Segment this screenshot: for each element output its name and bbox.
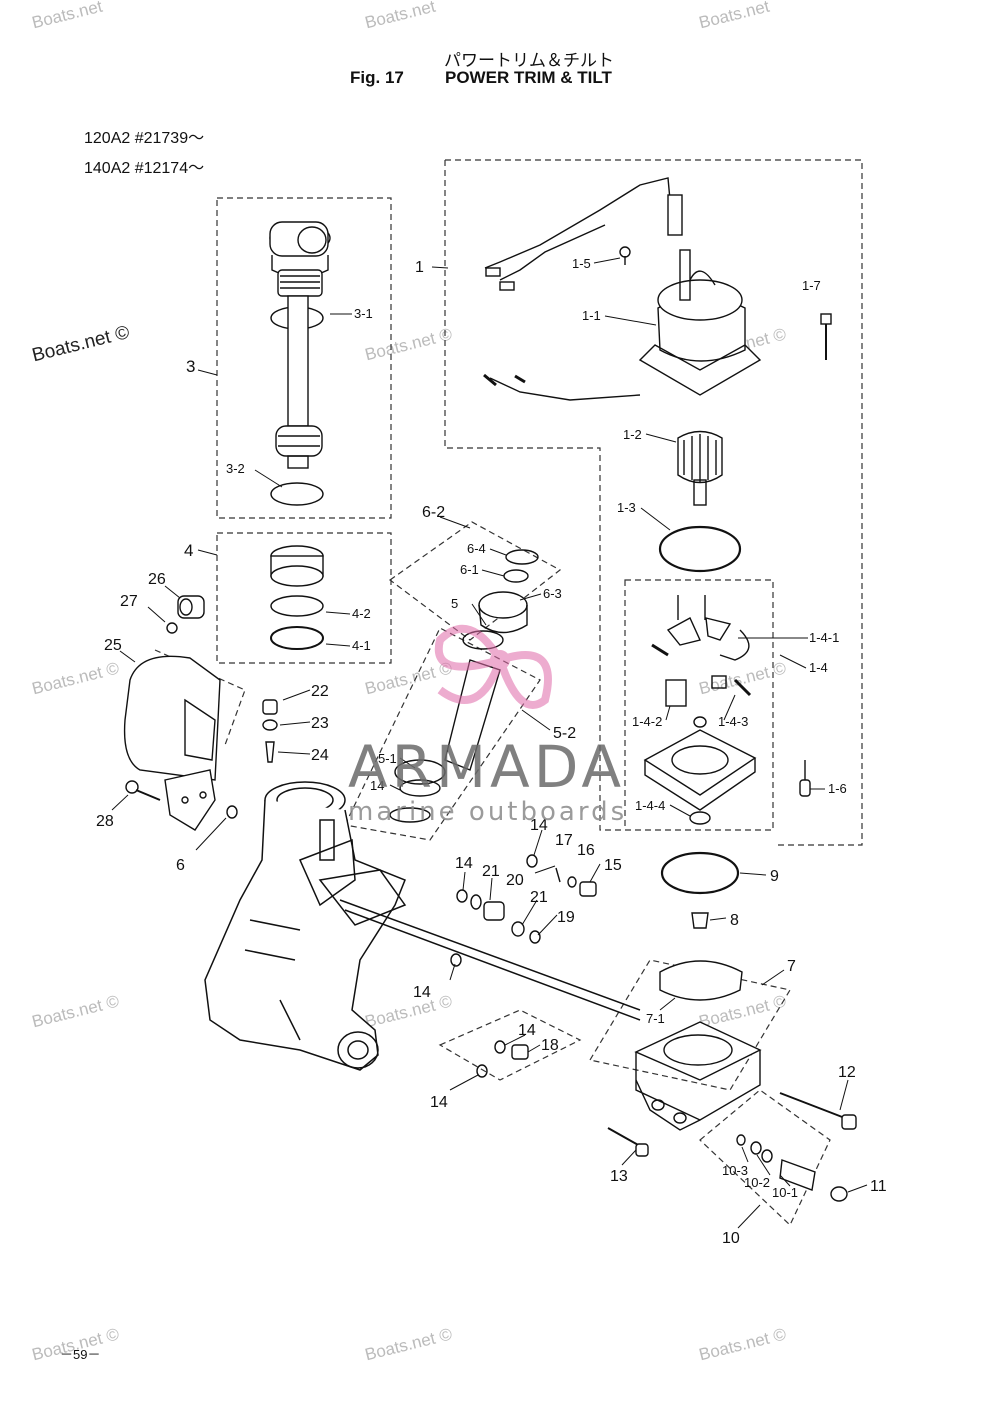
free-piston: [270, 545, 324, 650]
title-english: POWER TRIM & TILT: [445, 68, 612, 87]
figure-number: Fig. 17: [350, 68, 404, 87]
callout: 7-1: [646, 1011, 665, 1026]
callout: 1-2: [623, 427, 642, 442]
callout: 22: [311, 683, 329, 700]
callout: 1-6: [828, 781, 847, 796]
motor-o-ring: [660, 851, 740, 929]
callout: 18: [541, 1037, 559, 1054]
callout: 3-1: [354, 306, 373, 321]
callout: 1-4-4: [635, 798, 665, 813]
page-number: －59－: [60, 1347, 101, 1362]
callout: 14: [413, 984, 431, 1001]
callout: 10-1: [772, 1185, 798, 1200]
callout: 27: [120, 593, 138, 610]
callout: 20: [506, 872, 524, 889]
callout: 7: [787, 958, 796, 975]
callout: 6-2: [422, 504, 445, 521]
callout: 14: [530, 817, 548, 834]
callout: 1-4-2: [632, 714, 662, 729]
callout: 24: [311, 747, 329, 764]
model-120a2: 120A2 #21739～: [84, 130, 205, 147]
cover-25: [123, 655, 221, 831]
callout: 6: [176, 857, 185, 874]
callout: 9: [770, 868, 779, 885]
callout: 3-2: [226, 461, 245, 476]
assembly-boundaries: [154, 159, 863, 1227]
callout: 1-4-3: [718, 714, 748, 729]
callout: 1-3: [617, 500, 636, 515]
callout: 1-7: [802, 278, 821, 293]
callout: 5-1: [378, 751, 397, 766]
callout: 21: [482, 863, 500, 880]
callout: 10: [722, 1230, 740, 1247]
check-valve-parts: [226, 805, 597, 1078]
callout: 4: [184, 541, 193, 560]
callout: 6-4: [467, 541, 486, 556]
bolt-28: [125, 780, 161, 801]
o-ring: [270, 482, 324, 506]
trim-motor: [483, 177, 832, 825]
callout: 16: [577, 842, 595, 859]
callout: 14: [455, 855, 473, 872]
brand-watermark-subtitle: marine outboards: [348, 797, 628, 827]
callout: 17: [555, 832, 573, 849]
model-140a2: 140A2 #12174～: [84, 160, 205, 177]
callout: 1-5: [572, 256, 591, 271]
valve-parts: [262, 699, 278, 763]
callout: 5-2: [553, 725, 576, 742]
callout-labels: 1 1-5 1-7 1-1 1-2 1-3 1-4-1 1-4 1-4-2 1-…: [96, 256, 887, 1247]
callout: 13: [610, 1168, 628, 1185]
callout: 14: [430, 1094, 448, 1111]
callout: 8: [730, 912, 739, 929]
cylinder-body: [204, 781, 641, 1071]
callout: 21: [530, 889, 548, 906]
callout: 6-1: [460, 562, 479, 577]
callout: 14: [370, 778, 384, 793]
callout: 6-3: [543, 586, 562, 601]
callout: 23: [311, 715, 329, 732]
tilt-rod-assembly: [269, 221, 331, 506]
bushing-parts: [166, 595, 205, 634]
callout: 10-3: [722, 1163, 748, 1178]
callout: 12: [838, 1064, 856, 1081]
brand-propeller-logo: [434, 624, 552, 709]
callout: 1-4: [809, 660, 828, 675]
callout: 4-2: [352, 606, 371, 621]
callout: 11: [870, 1178, 887, 1195]
callout: 15: [604, 857, 622, 874]
callout: 26: [148, 571, 166, 588]
callout: 19: [557, 909, 575, 926]
callout: 5: [451, 596, 458, 611]
callout: 4-1: [352, 638, 371, 653]
callout: 14: [518, 1022, 536, 1039]
brand-watermark: ARMADA: [348, 733, 626, 801]
gear-pump-base: [607, 960, 857, 1202]
title-japanese: パワートリム＆チルト: [444, 51, 614, 71]
callout: 1-4-1: [809, 630, 839, 645]
callout: 10-2: [744, 1175, 770, 1190]
callout: 28: [96, 813, 114, 830]
callout: 25: [104, 637, 122, 654]
leader-lines: [111, 257, 868, 1229]
callout: 1: [415, 259, 424, 276]
callout: 1-1: [582, 308, 601, 323]
callout: 3: [186, 357, 195, 376]
